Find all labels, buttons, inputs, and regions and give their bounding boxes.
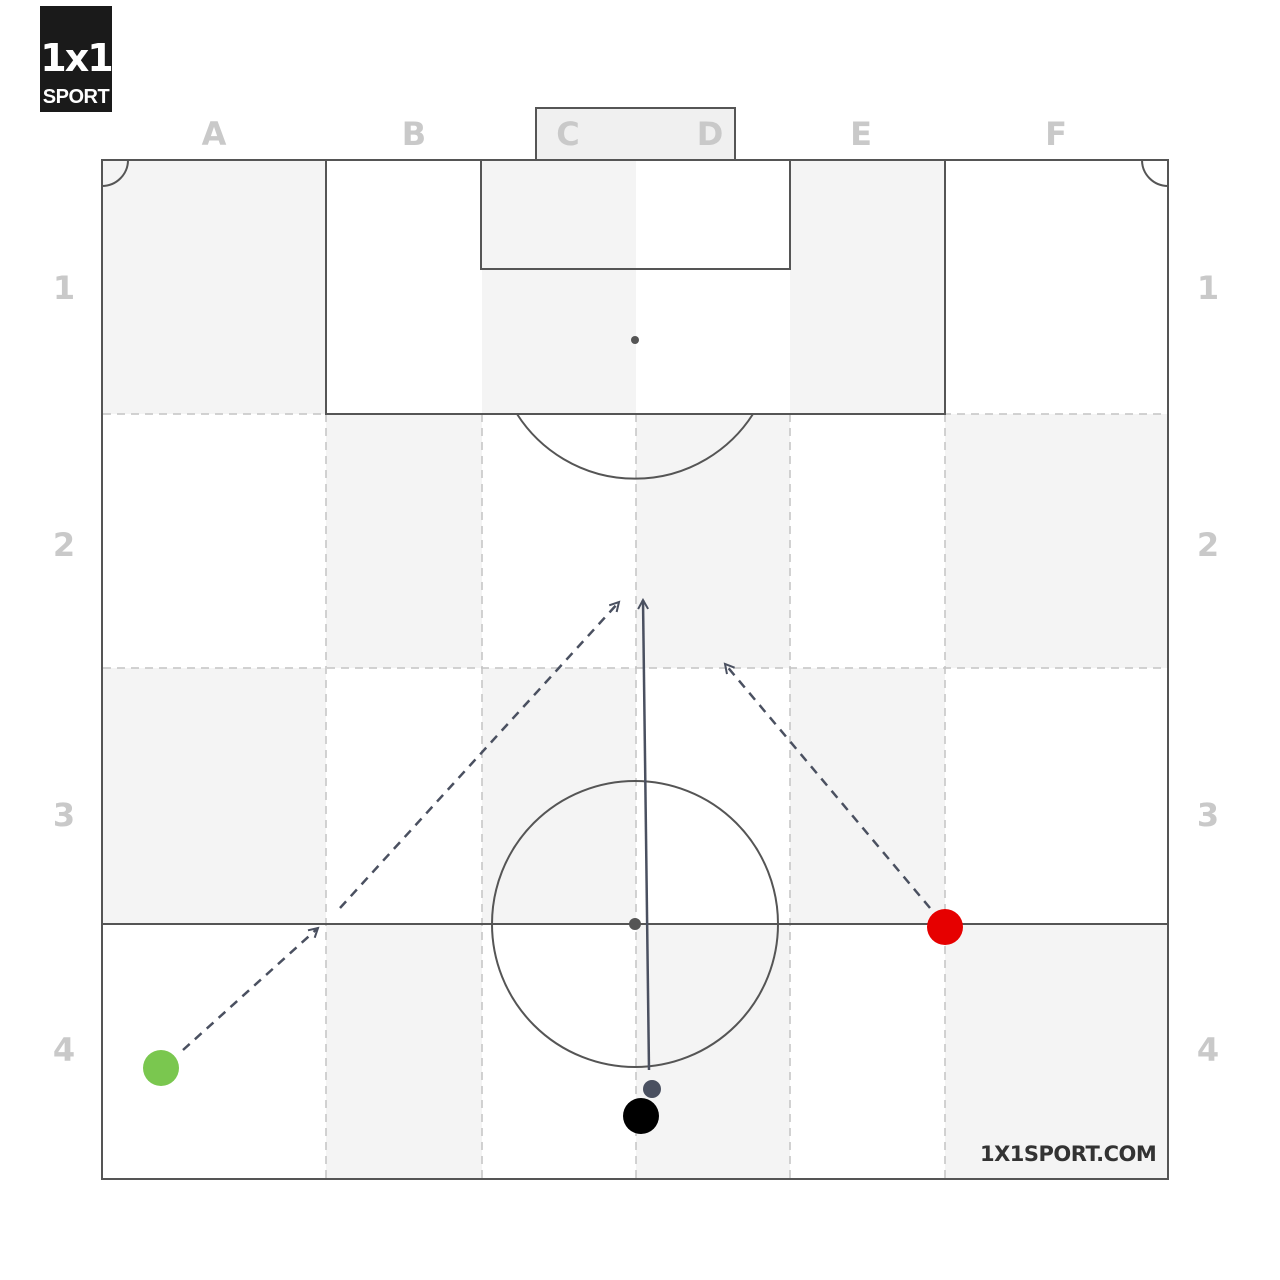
black-player[interactable]: [623, 1098, 659, 1134]
row-label-1-left: 1: [52, 269, 76, 307]
column-label-e: E: [850, 115, 872, 153]
zone-e1: [790, 161, 945, 414]
row-label-3-left: 3: [52, 796, 76, 834]
column-label-f: F: [1045, 115, 1067, 153]
column-label-a: A: [201, 115, 227, 153]
zone-e3: [790, 668, 945, 924]
ball-dribble-arrow: [643, 600, 651, 1071]
center-spot: [629, 918, 641, 930]
zone-f4: [945, 924, 1167, 1178]
green-run-arrow-2: [339, 602, 619, 909]
penalty-spot: [631, 336, 639, 344]
logo-sub-text: SPORT: [42, 86, 110, 108]
zone-f2: [945, 414, 1167, 668]
red-run-arrow: [725, 664, 931, 909]
logo-main-text: 1x1: [40, 36, 113, 80]
penalty-arc: [516, 413, 754, 480]
column-label-d: D: [696, 115, 724, 153]
zone-b4: [326, 924, 482, 1178]
row-label-1-right: 1: [1196, 269, 1220, 307]
center-circle: [491, 780, 779, 1068]
column-label-b: B: [401, 115, 427, 153]
zone-c3: [482, 668, 636, 924]
row-label-3-right: 3: [1196, 796, 1220, 834]
corner-arc-left: [101, 159, 129, 187]
zone-a3: [103, 668, 326, 924]
movement-arrows: [182, 600, 931, 1071]
zone-c1: [482, 161, 636, 414]
logo: 1x1 SPORT: [40, 6, 114, 112]
row-label-4-right: 4: [1196, 1031, 1220, 1069]
zone-d2: [636, 414, 790, 668]
green-player[interactable]: [143, 1050, 179, 1086]
pitch-markings: [101, 159, 1169, 1180]
row-label-2-right: 2: [1196, 526, 1220, 564]
shaded-zones: [103, 161, 1167, 1178]
ball[interactable]: [643, 1080, 661, 1098]
row-label-4-left: 4: [52, 1031, 76, 1069]
green-run-arrow-1: [182, 928, 318, 1051]
corner-arc-right: [1141, 159, 1169, 187]
goal: [535, 107, 736, 161]
row-label-2-left: 2: [52, 526, 76, 564]
zone-a1: [103, 161, 326, 414]
watermark: 1X1SPORT.COM: [980, 1142, 1157, 1166]
red-player[interactable]: [927, 909, 963, 945]
zone-b2: [326, 414, 482, 668]
column-label-c: C: [556, 115, 580, 153]
goal-area: [480, 159, 791, 270]
zone-d4: [636, 924, 790, 1178]
